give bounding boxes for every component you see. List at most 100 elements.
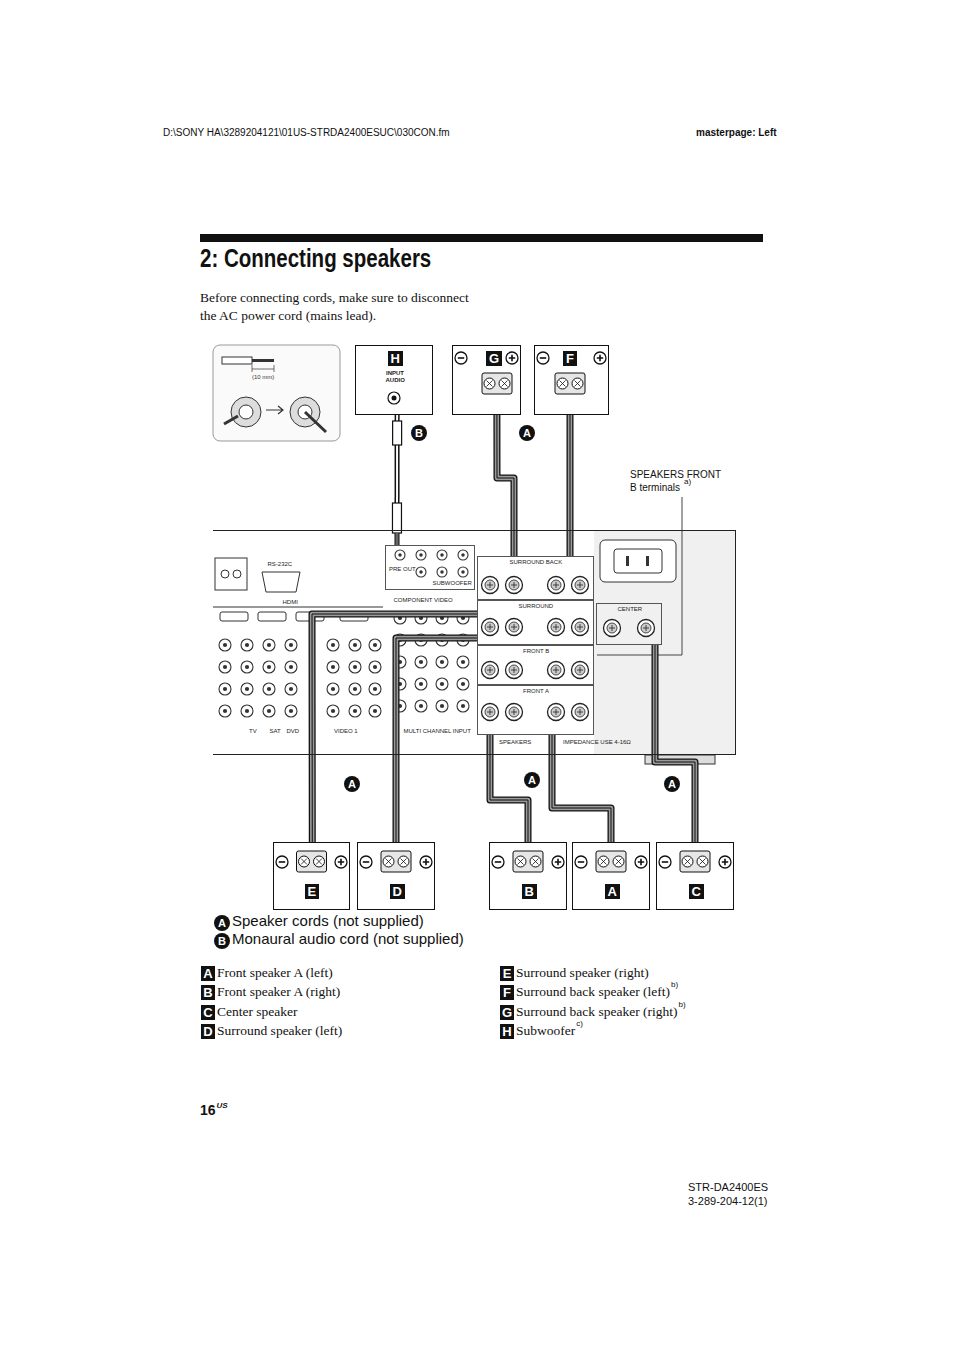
minus-symbol (537, 352, 549, 364)
speaker-box: F (534, 345, 609, 415)
input-jack (388, 392, 400, 404)
panel-label: SAT (270, 728, 281, 735)
minus-symbol (578, 861, 584, 863)
jack-pin (440, 660, 444, 664)
jack-label: AUDIO (386, 377, 405, 384)
legend-text: Speaker cords (not supplied) (232, 913, 424, 930)
speaker-terminal (487, 709, 493, 715)
key-text: Front speaker A (left) (217, 964, 333, 982)
speaker-terminal (482, 704, 499, 721)
key-letter: A (201, 966, 215, 981)
jack (327, 683, 339, 695)
speaker-cord (570, 415, 571, 556)
terminal-note: SPEAKERS FRONT B terminals (630, 468, 728, 494)
jack-pin (331, 709, 335, 713)
jack-pin (267, 643, 271, 647)
jack (436, 700, 448, 712)
panel-label: COMPONENT VIDEO (394, 597, 453, 604)
panel-label: HDMI (283, 599, 298, 606)
speaker-terminal (509, 707, 519, 717)
key-letter: G (500, 1005, 514, 1020)
speaker-cord (490, 735, 528, 842)
speaker-letter: E (305, 884, 320, 899)
jack-pin (353, 665, 357, 669)
speaker-terminal (485, 580, 495, 590)
jack (285, 639, 297, 651)
terminal-block: SURROUND (477, 600, 594, 645)
cord-callout: A (344, 776, 360, 792)
jack-pin (289, 643, 293, 647)
speaker-terminal (575, 622, 585, 632)
speaker-letter: B (522, 884, 537, 899)
panel-label: IMPEDANCE USE 4-16Ω (563, 739, 631, 746)
key-text: Subwoofer (516, 1022, 575, 1040)
jack (241, 705, 253, 717)
terminal-screw (697, 856, 708, 867)
minus-symbol (495, 861, 501, 863)
terminal-screw (613, 856, 624, 867)
speaker-terminal (577, 667, 583, 673)
terminal-screw (484, 378, 495, 389)
jack (369, 705, 381, 717)
speaker-terminal (551, 580, 561, 590)
jack (349, 683, 361, 695)
terminal-screw (530, 856, 541, 867)
speaker-cord (570, 415, 571, 556)
speaker-cord (396, 638, 477, 842)
speaker-cord (552, 735, 611, 842)
jack-pin (331, 643, 335, 647)
speaker-cord (497, 415, 514, 556)
minus-symbol (458, 357, 464, 359)
power-inlet (600, 540, 676, 582)
jack-pin (461, 704, 465, 708)
speaker-cord (567, 415, 574, 556)
jack (263, 639, 275, 651)
jack-pin (440, 570, 444, 574)
jack (458, 550, 468, 560)
jack-pin (373, 709, 377, 713)
terminal-screw (314, 856, 325, 867)
jack (349, 705, 361, 717)
speaker-terminal-plate (482, 373, 512, 394)
jack (369, 661, 381, 673)
terminal-screw (533, 859, 539, 865)
terminal-screw (685, 859, 691, 865)
key-text: Surround back speaker (right) (516, 1003, 678, 1021)
plus-symbol (722, 859, 728, 865)
subwoofer-box: HINPUTAUDIO (355, 345, 433, 415)
speaker-terminal-plate (555, 373, 585, 394)
jack (369, 639, 381, 651)
speaker-cord (497, 415, 514, 556)
jack (436, 678, 448, 690)
jack (263, 705, 275, 717)
speaker-terminal-plate (596, 851, 626, 872)
jack-pin (398, 553, 402, 557)
speaker-terminal (609, 625, 615, 631)
speaker-terminal (485, 707, 495, 717)
plus-symbol (597, 355, 603, 361)
jack-pin (245, 643, 249, 647)
minus-symbol (492, 856, 504, 868)
hdmi-port (220, 612, 248, 621)
pre-out-block: PRE OUTSUBWOOFER (385, 545, 475, 590)
speaker-terminal (506, 662, 523, 679)
panel-label: TV (249, 728, 257, 735)
jack (436, 656, 448, 668)
speaker-cord (552, 735, 611, 842)
key-letter: C (201, 1005, 215, 1020)
terminal-screw (601, 859, 607, 865)
jack-pin (267, 665, 271, 669)
panel-label: SUBWOOFER (433, 580, 472, 587)
jack-pin (419, 704, 423, 708)
plus-symbol (335, 856, 347, 868)
speaker-letter: F (563, 351, 577, 366)
jack (457, 700, 469, 712)
speaker-terminal (551, 665, 561, 675)
terminal-label: FRONT B (523, 648, 549, 655)
terminal-label: FRONT A (523, 688, 549, 695)
cord-callout: A (519, 425, 535, 441)
step-arrow (266, 406, 283, 414)
jack-pin (223, 665, 227, 669)
speaker-terminal (509, 622, 519, 632)
